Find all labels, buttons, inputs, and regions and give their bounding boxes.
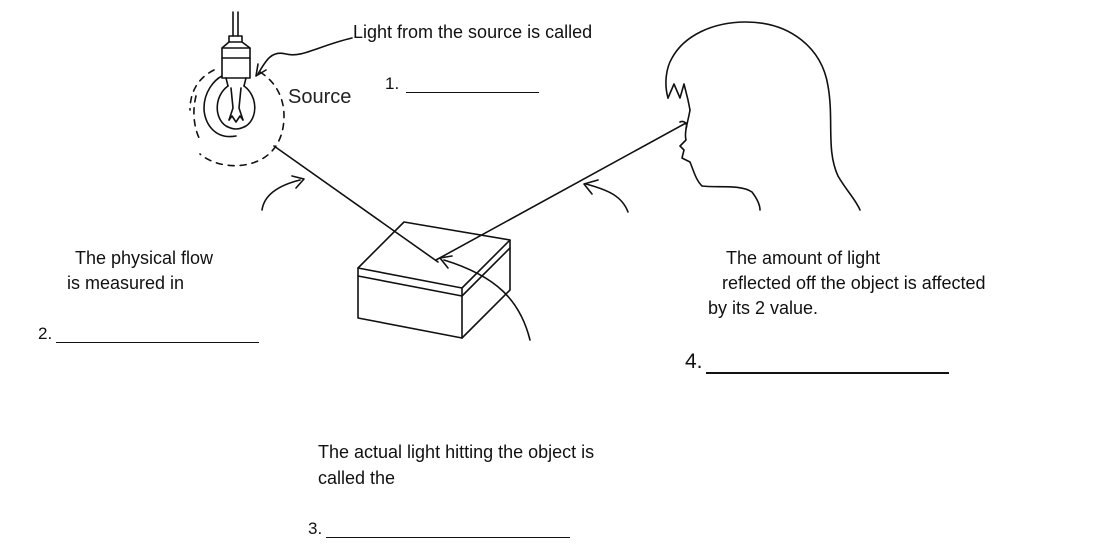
- reflected-ray: [435, 122, 687, 261]
- question-4-line-1: The amount of light: [726, 248, 881, 268]
- answer-3-blank[interactable]: [326, 537, 570, 538]
- question-1-text: Light from the source is called: [353, 22, 593, 42]
- question-3-line-2: called the: [318, 468, 396, 488]
- answer-1-blank[interactable]: [406, 92, 539, 93]
- answer-4-blank[interactable]: [706, 372, 949, 374]
- question-4-line-3: by its 2 value.: [708, 298, 819, 318]
- incident-pointer-arrow: [261, 175, 305, 211]
- question-3-line-1: The actual light hitting the object is: [318, 442, 595, 462]
- reflected-pointer-arrow: [583, 179, 629, 213]
- answer-1-number: 1.: [385, 74, 400, 93]
- answer-2-number: 2.: [38, 324, 53, 343]
- answer-2-blank[interactable]: [56, 342, 259, 343]
- head-profile-icon: [665, 21, 861, 211]
- incident-ray: [273, 145, 439, 263]
- answer-4-number: 4.: [685, 350, 703, 373]
- source-pointer-arrow: [255, 37, 353, 77]
- answer-3-number: 3.: [308, 519, 323, 538]
- question-2-line-2: is measured in: [67, 273, 185, 293]
- question-4-line-2: reflected off the object is affected: [722, 273, 986, 293]
- light-bulb-icon: [189, 11, 285, 167]
- question-2-line-1: The physical flow: [75, 248, 214, 268]
- source-label: Source: [288, 86, 352, 108]
- object-pointer-arrow: [439, 255, 531, 341]
- box-object-icon: [357, 221, 511, 339]
